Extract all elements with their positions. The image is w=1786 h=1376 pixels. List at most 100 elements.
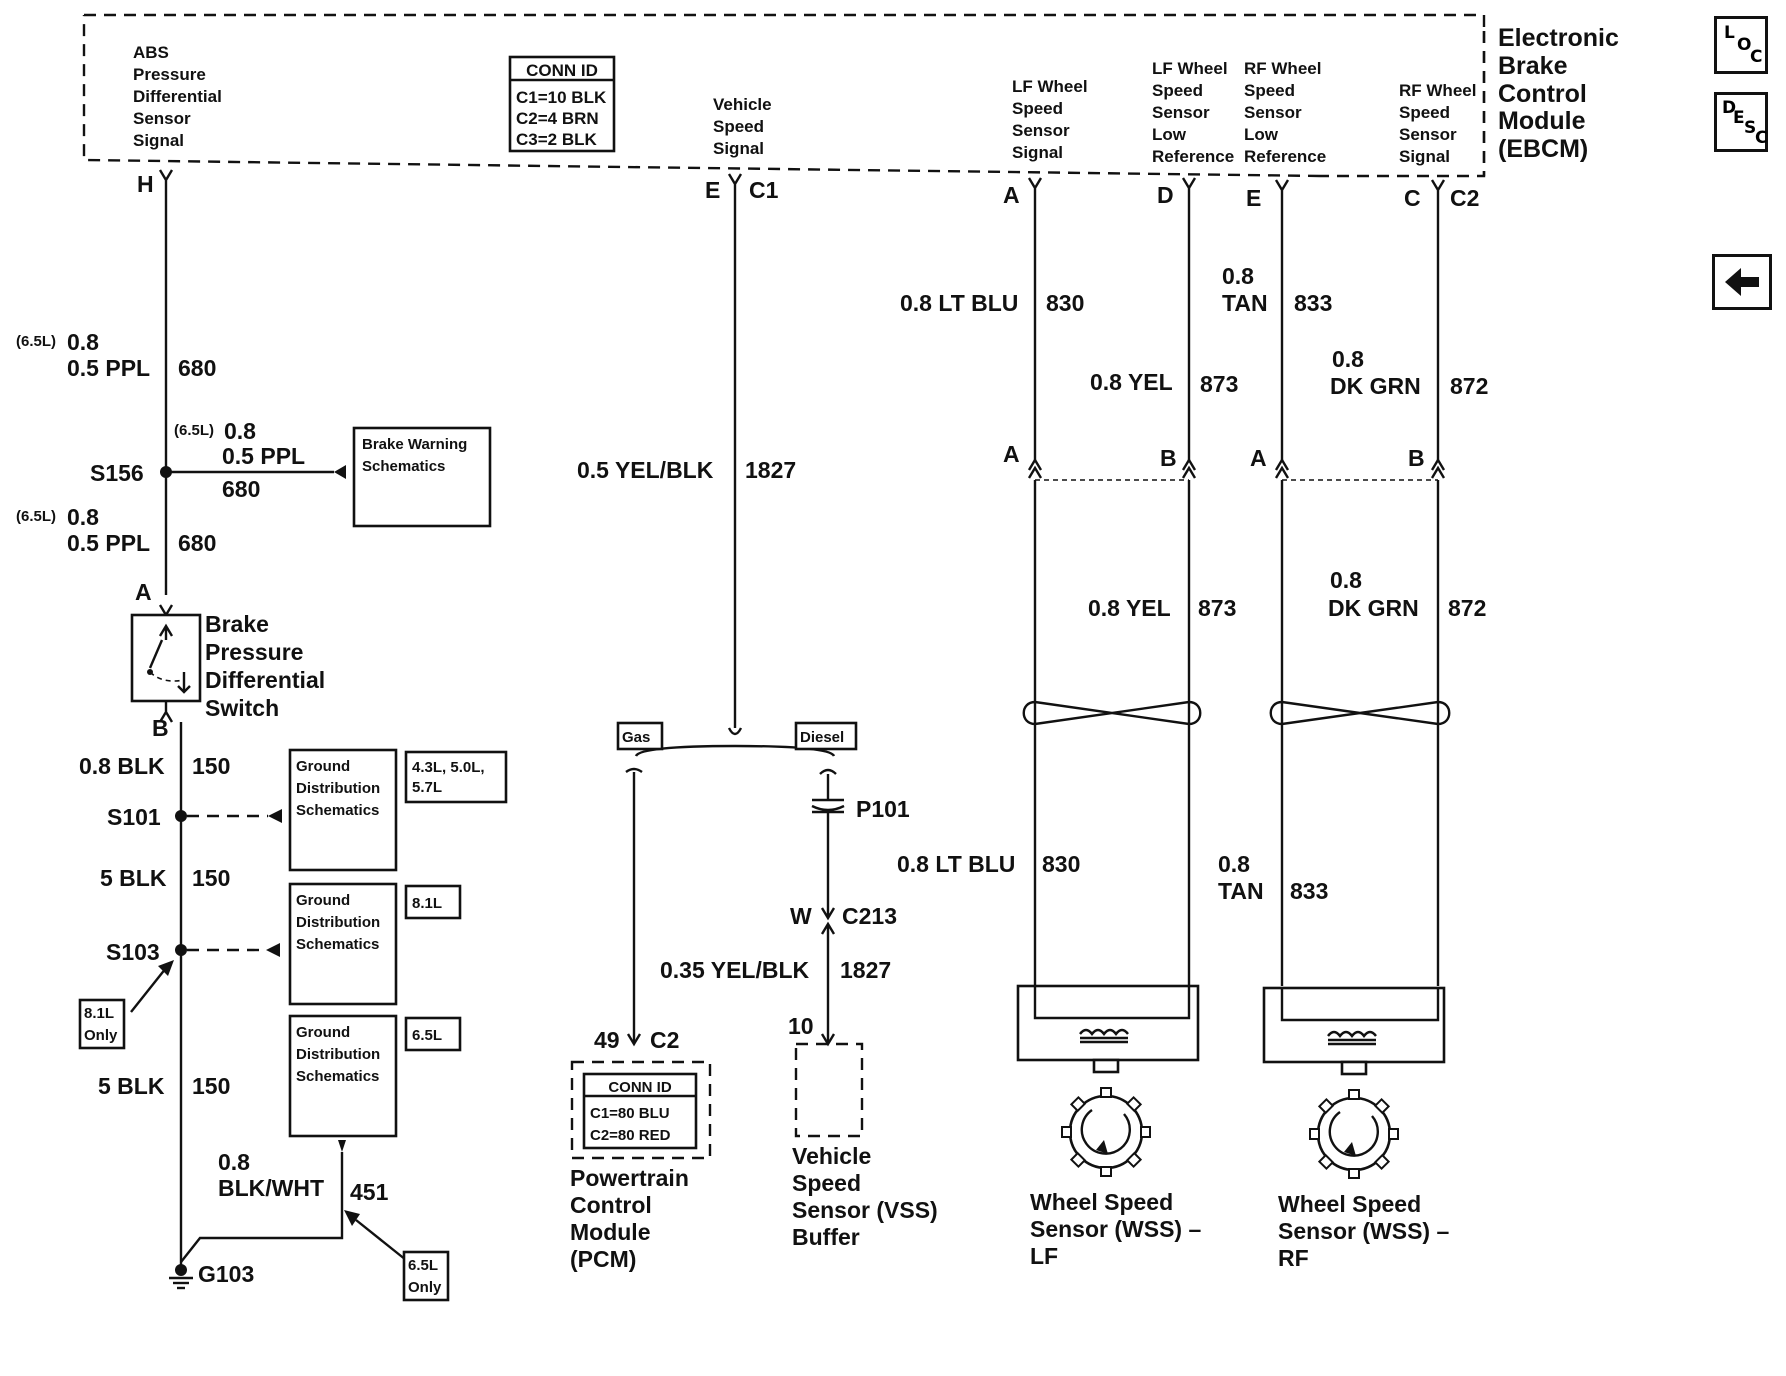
pcm-name-1: Powertrain (570, 1165, 689, 1191)
rf-tone-tooth (1348, 1089, 1360, 1100)
svg-text:A: A (1003, 441, 1020, 467)
lf-twisted-pair (1022, 700, 1202, 726)
svg-text:B: B (1408, 445, 1425, 471)
switch-pin-a: A (135, 579, 152, 605)
w2-gauge-alt: 0.8 (67, 504, 99, 530)
s103-splice (175, 944, 187, 956)
lower-lf-signal-gauge: 0.8 LT BLU (897, 851, 1015, 877)
switch-name-4: Switch (205, 695, 279, 721)
wss-rf-name-1: Wheel Speed (1278, 1191, 1421, 1217)
svg-text:CONN ID: CONN ID (608, 1079, 672, 1096)
ground-dist-box-2[interactable] (288, 882, 398, 1006)
switch-name-3: Differential (205, 667, 325, 693)
branch-gauge-alt: 0.8 (224, 418, 256, 444)
branch-gauge: 0.5 PPL (222, 443, 305, 469)
buffer-pin: 10 (788, 1013, 814, 1039)
rf-tone-tooth (1309, 1128, 1320, 1140)
rf-low-label: RF Wheel Speed Sensor Low Reference (1244, 59, 1326, 166)
lower-rf-low-circuit: 833 (1290, 878, 1328, 904)
svg-text:Reference: Reference (1244, 147, 1326, 166)
svg-text:Speed: Speed (713, 117, 764, 136)
w4-circuit: 150 (192, 865, 230, 891)
vss-buffer-module (794, 1042, 864, 1138)
wss-rf-sensor (1262, 986, 1446, 1172)
ground-dist-box-1[interactable] (288, 748, 398, 872)
svg-text:Vehicle: Vehicle (713, 95, 772, 114)
lf-tone-tooth (1061, 1126, 1072, 1138)
pcm-conn-id-box (582, 1072, 698, 1150)
conn-c1: C1 (749, 177, 779, 203)
svg-text:Signal: Signal (1399, 147, 1450, 166)
c213-pin: W (790, 903, 812, 929)
rf-tone-tooth (1388, 1128, 1399, 1140)
rf-inline-connector: A B (1250, 445, 1446, 481)
lf-tone-tooth (1125, 1095, 1143, 1113)
ground-dist-box-3[interactable] (288, 1014, 398, 1138)
rf-low-circuit: 833 (1294, 290, 1332, 316)
conn-c2: C2 (1450, 185, 1479, 211)
vss-circuit: 0.5 YEL/BLK 1827 Gas Diesel 49 C2 CONN I… (570, 173, 938, 1272)
buffer-name-3: Sensor (VSS) (792, 1197, 938, 1223)
rf-low-gauge-top: 0.8 (1222, 263, 1254, 289)
svg-text:LF Wheel: LF Wheel (1152, 59, 1228, 78)
s101-splice (175, 810, 187, 822)
loc-button[interactable]: L O C (1714, 16, 1768, 74)
rf-tone-tooth (1373, 1097, 1391, 1115)
ebcm-conn-id-title: CONN ID (526, 61, 598, 80)
p101-label: P101 (856, 796, 910, 822)
buffer-name-4: Buffer (792, 1224, 860, 1250)
lf-tone-tooth (1069, 1095, 1087, 1113)
engines-box-1 (404, 750, 508, 804)
rf-low-gauge: TAN (1222, 290, 1268, 316)
svg-text:Only: Only (84, 1027, 118, 1044)
svg-text:Ground: Ground (296, 892, 350, 909)
rf-tone-tooth (1317, 1097, 1335, 1115)
lf-signal-circuit: 830 (1046, 290, 1084, 316)
lower-rf-low-gauge-top: 0.8 (1218, 851, 1250, 877)
buffer-name-1: Vehicle (792, 1143, 871, 1169)
c213-label: C213 (842, 903, 897, 929)
back-button[interactable] (1712, 254, 1772, 310)
lower-rf-signal-gauge: DK GRN (1328, 595, 1419, 621)
ebcm-conn-c3: C3=2 BLK (516, 130, 597, 149)
svg-text:Sensor: Sensor (1012, 121, 1070, 140)
ebcm-name-2: Brake (1498, 52, 1568, 80)
engines-box-3 (404, 1016, 462, 1052)
s101-label: S101 (107, 804, 161, 830)
svg-text:Pressure: Pressure (133, 65, 206, 84)
w6-gauge-top: 0.8 (218, 1149, 250, 1175)
rf-signal-label: RF Wheel Speed Sensor Signal (1399, 81, 1476, 166)
lf-tone-tooth (1100, 1166, 1112, 1177)
svg-text:Distribution: Distribution (296, 1046, 380, 1063)
svg-text:C1=80 BLU: C1=80 BLU (590, 1105, 670, 1122)
svg-text:Speed: Speed (1152, 81, 1203, 100)
svg-text:5.7L: 5.7L (412, 779, 442, 796)
buffer-name-2: Speed (792, 1170, 861, 1196)
svg-text:Distribution: Distribution (296, 914, 380, 931)
engines-box-2 (404, 884, 462, 920)
svg-text:Schematics: Schematics (296, 802, 379, 819)
ground-symbol-icon (169, 1264, 193, 1290)
pcm-pin: 49 (594, 1027, 620, 1053)
gas-label: Gas (622, 729, 650, 746)
svg-text:Low: Low (1244, 125, 1279, 144)
lower-lf-low-circuit: 873 (1198, 595, 1236, 621)
svg-text:6.5L: 6.5L (412, 1027, 442, 1044)
w6-circuit: 451 (350, 1179, 389, 1205)
pin-a: A (1003, 182, 1020, 208)
w1-note: (6.5L) (16, 333, 56, 350)
desc-button[interactable]: D E S C (1714, 92, 1768, 152)
svg-text:Low: Low (1152, 125, 1187, 144)
svg-text:Sensor: Sensor (133, 109, 191, 128)
back-arrow-icon (1725, 268, 1759, 296)
vss-w2-gauge: 0.35 YEL/BLK (660, 957, 810, 983)
svg-text:Sensor: Sensor (1399, 125, 1457, 144)
svg-text:C2=80 RED: C2=80 RED (590, 1127, 671, 1144)
brake-warning-box[interactable] (352, 426, 492, 528)
rf-signal-circuit: 872 (1450, 373, 1488, 399)
brake-warning-2: Schematics (362, 458, 445, 475)
gas-label-box (616, 721, 664, 751)
lower-lf-low-gauge: 0.8 YEL (1088, 595, 1171, 621)
w4-gauge: 5 BLK (100, 865, 167, 891)
